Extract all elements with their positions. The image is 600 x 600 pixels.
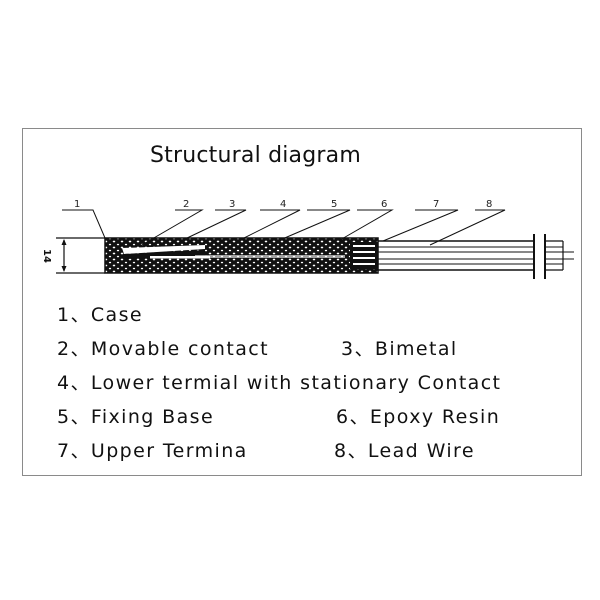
diagram-title: Structural diagram xyxy=(150,143,361,168)
legend-item-fixing-base: 5、Fixing Base xyxy=(57,406,215,428)
callout-3: 3 xyxy=(229,199,235,210)
callout-4: 4 xyxy=(280,199,286,210)
callout-7: 7 xyxy=(433,199,439,210)
dimension-label: 14 xyxy=(41,249,52,263)
callout-2: 2 xyxy=(183,199,189,210)
legend-item-movable-contact: 2、Movable contact xyxy=(57,338,269,360)
legend-item-case: 1、Case xyxy=(57,304,143,326)
callout-1: 1 xyxy=(74,199,80,210)
dimension-marker xyxy=(56,237,105,274)
callout-6: 6 xyxy=(381,199,387,210)
legend-item-lower-terminal: 4、Lower termial with stationary Contact xyxy=(57,372,502,394)
legend-item-epoxy-resin: 6、Epoxy Resin xyxy=(336,406,501,428)
diagram-frame xyxy=(22,128,582,476)
callout-5: 5 xyxy=(331,199,337,210)
callout-leaders xyxy=(62,209,506,247)
callout-numbers: 1 2 3 4 5 6 7 8 xyxy=(74,199,492,210)
legend-item-lead-wire: 8、Lead Wire xyxy=(334,440,475,462)
legend-item-bimetal: 3、Bimetal xyxy=(341,338,458,360)
case-body xyxy=(104,237,379,274)
callout-8: 8 xyxy=(486,199,492,210)
legend-item-upper-terminal: 7、Upper Termina xyxy=(57,440,248,462)
lead-wires xyxy=(378,234,574,279)
